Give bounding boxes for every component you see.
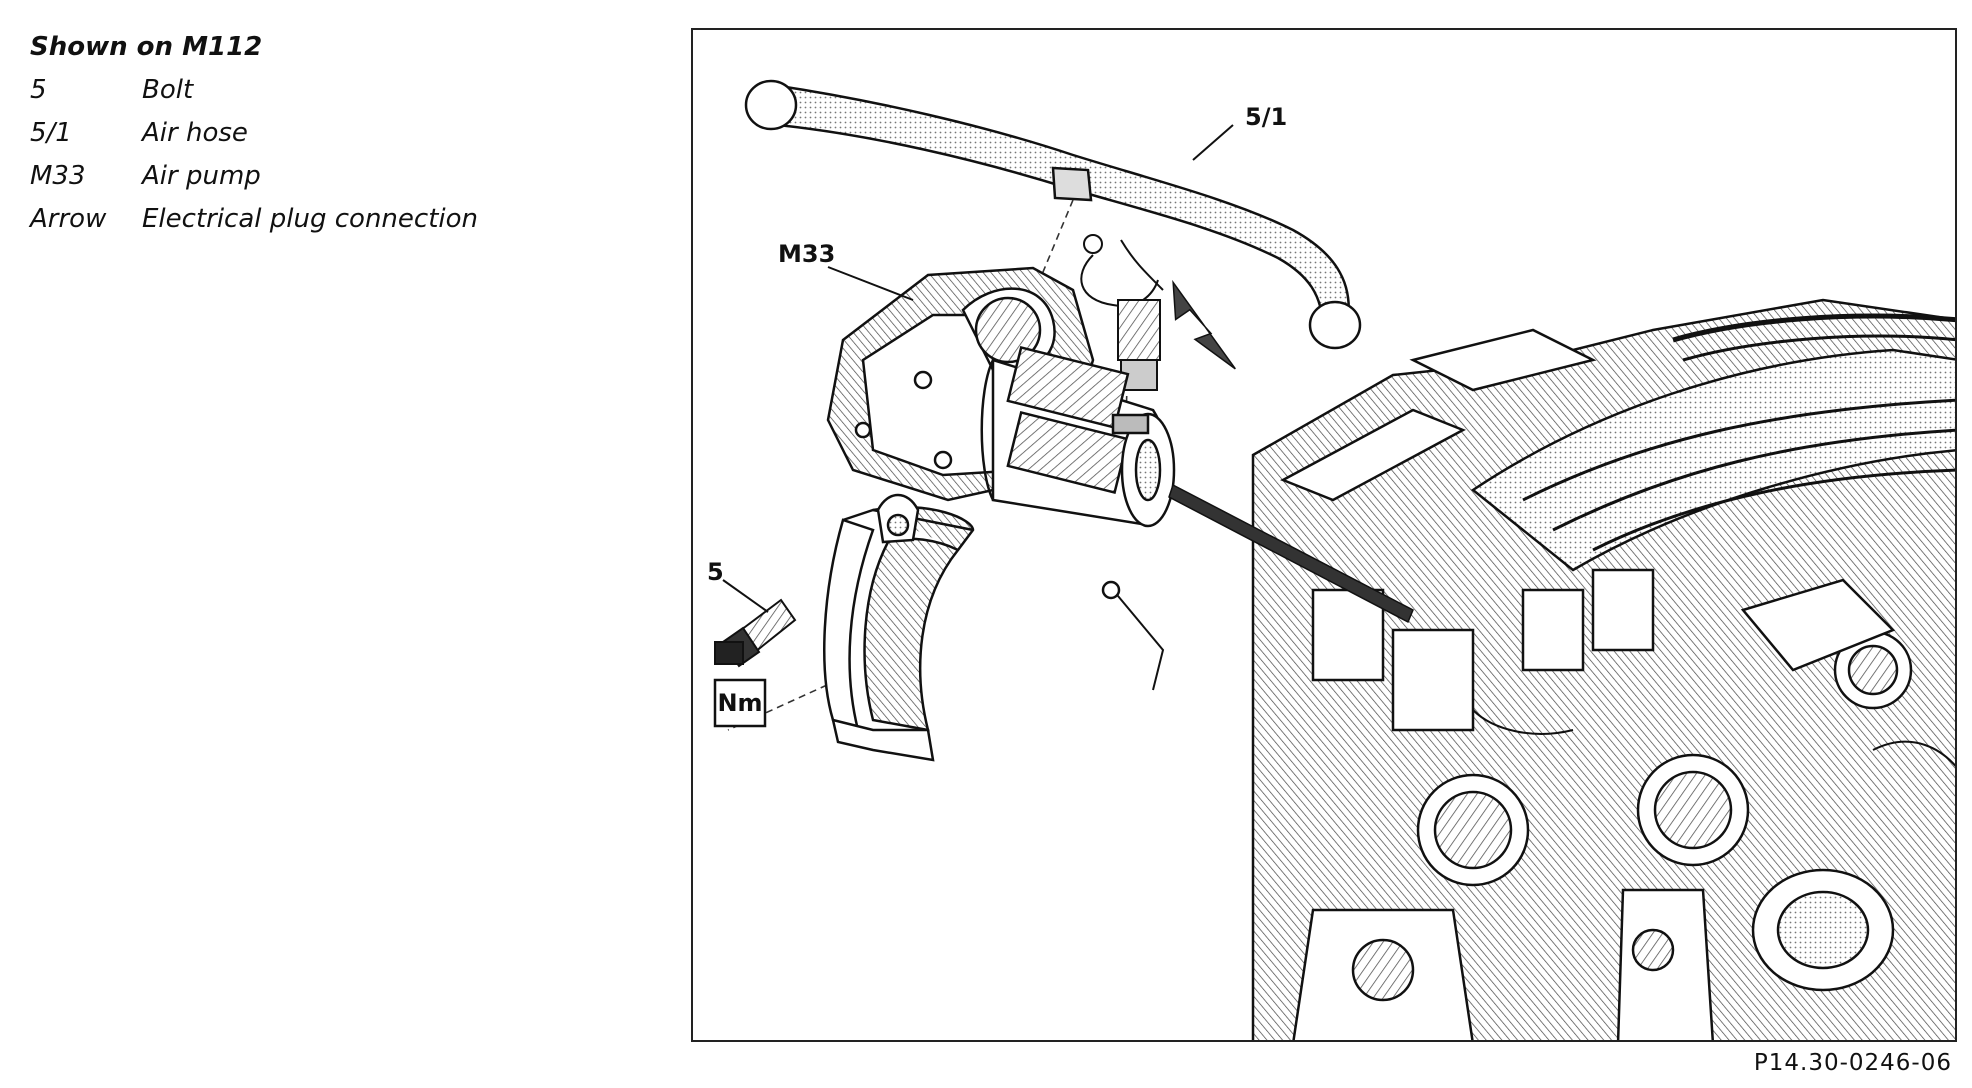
engine-block: [1101, 298, 1955, 1040]
engine-illustration: Nm: [707, 79, 1955, 1040]
legend-label: Air pump: [142, 161, 261, 191]
bolt: [714, 598, 797, 668]
legend-key: Arrow: [30, 204, 107, 234]
figure-id: P14.30-0246-06: [1753, 1050, 1952, 1076]
air-hose: [744, 79, 1362, 350]
legend-item-bolt: 5 Bolt: [30, 69, 478, 112]
torque-label: Nm: [717, 689, 762, 717]
legend-item-air-pump: M33 Air pump: [30, 155, 478, 198]
callout-label-bolt: 5: [707, 558, 724, 586]
legend-label: Air hose: [142, 118, 248, 148]
callout-label-pump: M33: [778, 240, 835, 268]
figure-frame: Nm: [691, 28, 1957, 1042]
legend-label: Bolt: [142, 75, 194, 105]
callout-line-hose: [1192, 124, 1234, 161]
legend-item-arrow: Arrow Electrical plug connection: [30, 198, 478, 241]
legend-title: Shown on M112: [30, 32, 263, 62]
plug-arrow: [1172, 279, 1236, 370]
electrical-plug: [1080, 234, 1164, 391]
legend-label: Electrical plug connection: [142, 204, 478, 234]
pump-bracket: [823, 493, 975, 762]
legend: Shown on M112 5 Bolt 5/1 Air hose M33 Ai…: [30, 26, 478, 241]
legend-key: 5/1: [30, 118, 72, 148]
legend-key: 5: [30, 75, 47, 105]
callout-line-bolt: [722, 579, 769, 613]
air-pump: [826, 266, 1176, 528]
legend-item-air-hose: 5/1 Air hose: [30, 112, 478, 155]
legend-key: M33: [30, 161, 86, 191]
torque-symbol: Nm: [713, 678, 767, 728]
callouts: [722, 124, 1234, 613]
dipstick-tube: [1168, 483, 1414, 624]
callout-line-pump: [827, 266, 914, 301]
callout-label-hose: 5/1: [1245, 103, 1287, 131]
